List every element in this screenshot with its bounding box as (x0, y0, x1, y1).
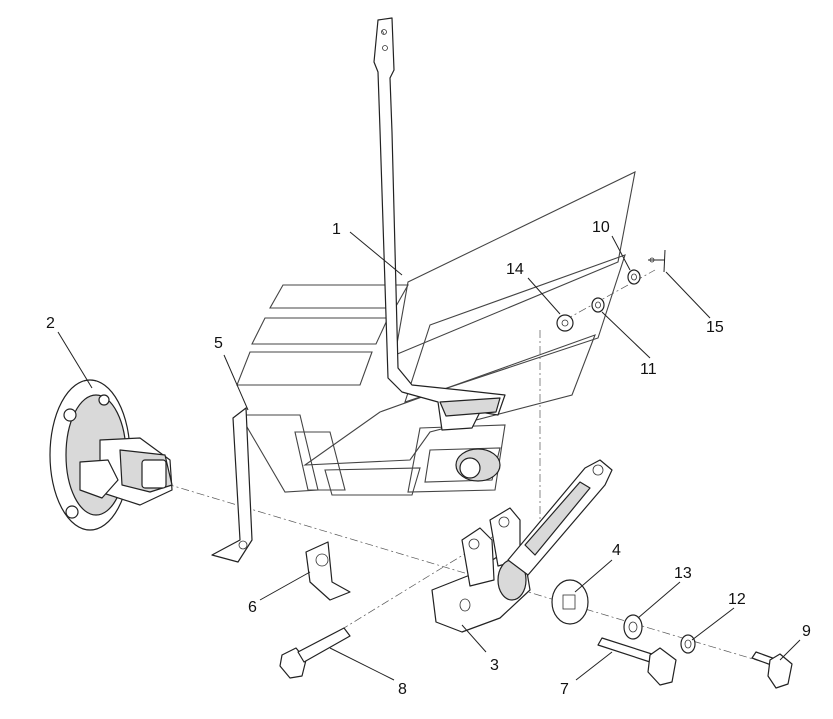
leader-lines (57, 231, 801, 681)
callout-10: 10 (592, 219, 610, 236)
lock-nut (680, 634, 696, 654)
arm-link (507, 459, 613, 576)
flange-hub (49, 379, 173, 531)
callout-4: 4 (612, 542, 621, 559)
square-washer (551, 579, 589, 625)
pin-bolt (279, 627, 351, 679)
castle-nut (627, 269, 641, 285)
long-bolt (597, 637, 677, 686)
bushing (455, 448, 501, 482)
callout-1: 1 (332, 221, 341, 238)
cotter-pin (648, 249, 666, 273)
callout-6: 6 (248, 599, 257, 616)
callout-5: 5 (214, 335, 223, 352)
callout-2: 2 (46, 315, 55, 332)
clevis-bracket (431, 507, 531, 633)
callout-9: 9 (802, 623, 811, 640)
callout-7: 7 (560, 681, 569, 698)
callout-13: 13 (674, 565, 692, 582)
angle-bracket (305, 541, 351, 601)
watermark-logo (236, 171, 636, 496)
callout-8: 8 (398, 681, 407, 698)
callout-3: 3 (490, 657, 499, 674)
lever-handle (373, 17, 506, 431)
callout-14: 14 (506, 261, 524, 278)
washer-small (556, 314, 574, 332)
callout-15: 15 (706, 319, 724, 336)
spring-washer (591, 297, 605, 313)
bracket-plate (211, 407, 253, 563)
callout-labels: 1 2 3 4 5 6 7 8 9 10 11 12 13 14 15 (46, 219, 811, 698)
callout-12: 12 (728, 591, 746, 608)
short-bolt (751, 651, 793, 689)
flat-washer (623, 614, 643, 640)
callout-11: 11 (640, 361, 657, 378)
